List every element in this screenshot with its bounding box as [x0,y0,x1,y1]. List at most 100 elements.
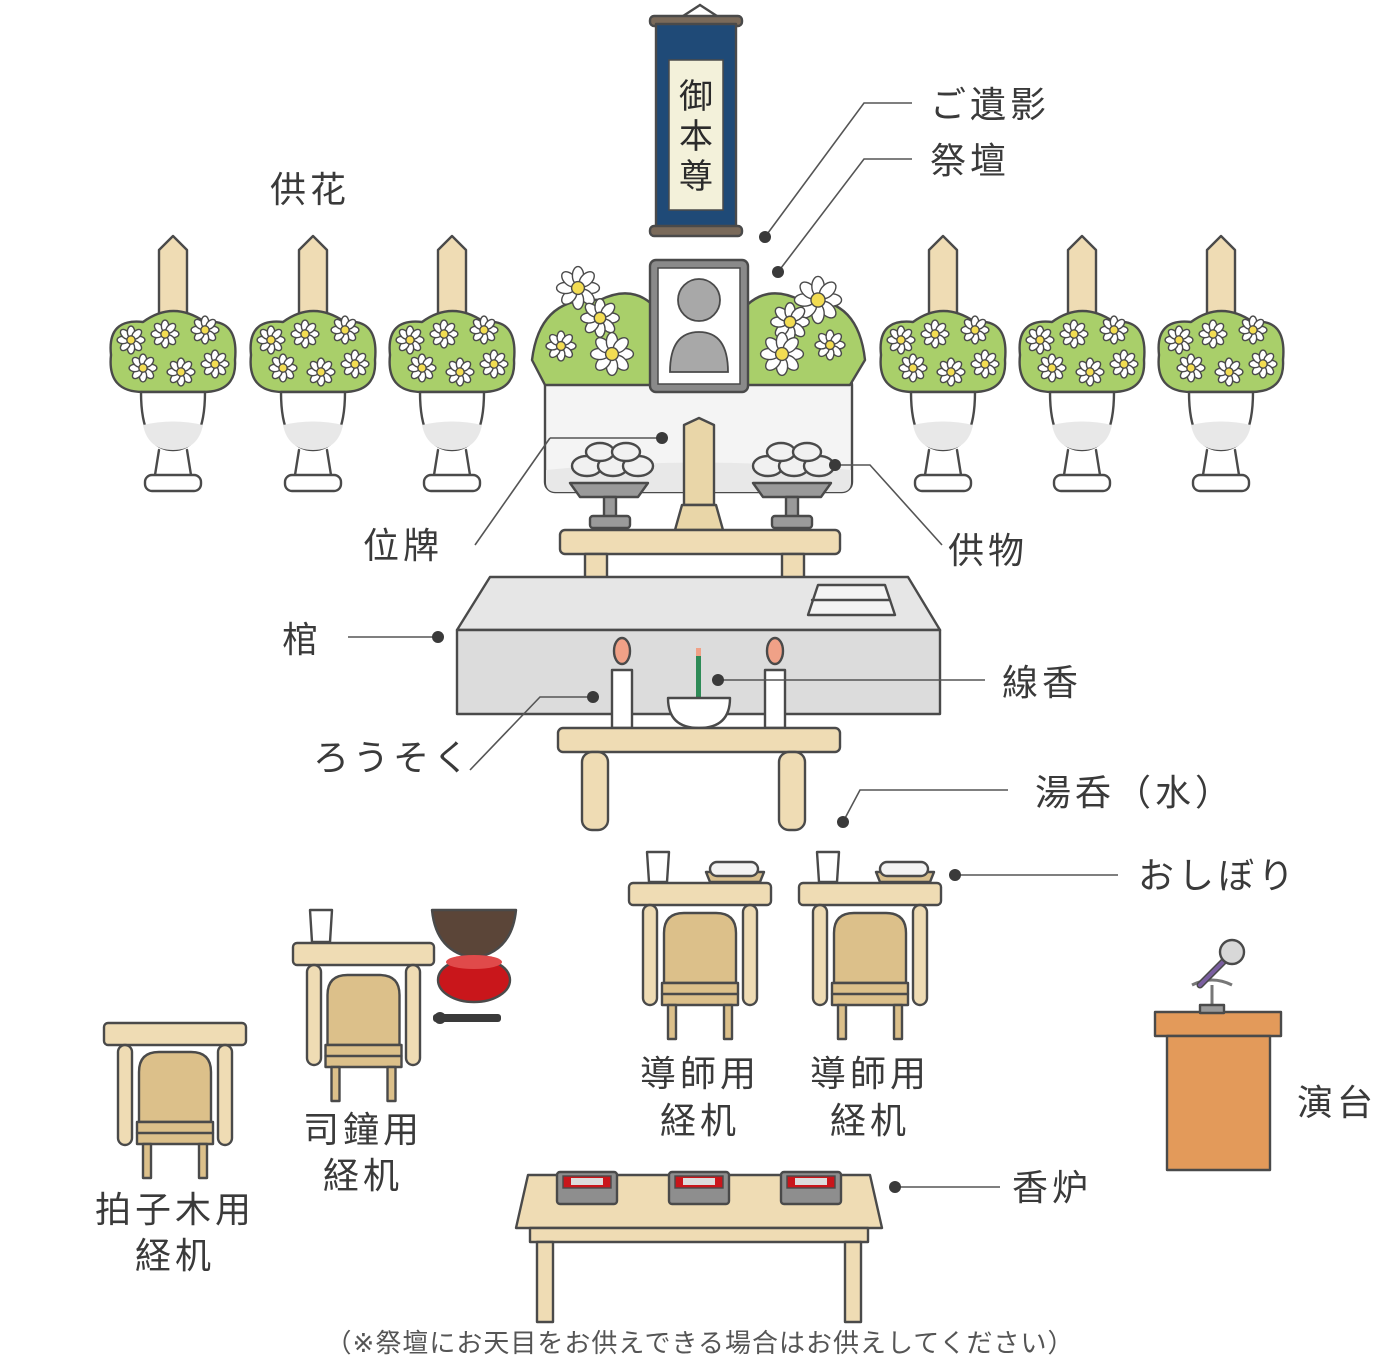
offering-stand-left [568,441,655,530]
label-podium: 演台 [1297,1083,1377,1124]
label-incense: 線香 [1002,663,1082,704]
microphone-icon [1196,938,1246,989]
daisy-flower [407,353,437,383]
flower-stand [879,234,1007,493]
label-clappers-desk-line2: 経机 [135,1236,215,1277]
censer-box [555,1170,619,1206]
flower-stand [388,234,516,493]
daisy-flower [580,298,620,338]
scroll-text: 御本尊 [679,77,713,197]
daisy-flower [793,275,843,325]
label-priest-desk-2-line2: 経机 [830,1101,910,1142]
label-censer: 香炉 [1012,1168,1092,1209]
label-priest-desk-1-line1: 導師用 [640,1054,760,1095]
label-flowers: 供花 [270,170,350,211]
daisy-flower [920,319,950,349]
hanging-scroll: 御本尊 [648,3,744,238]
sutra-desk [797,881,943,1041]
label-offerings: 供物 [948,531,1028,572]
daisy-flower [166,357,196,387]
portrait-frame [648,258,750,394]
daisy-flower [589,331,635,377]
altar [530,258,867,580]
leader-lines [348,102,1118,1193]
memorial-tablet [673,416,725,532]
offering-stand-right [751,441,836,530]
podium [1153,978,1283,1172]
daisy-flower [200,349,230,379]
priest-desk-items [645,850,936,884]
daisy-flower [469,315,499,345]
lower-table [556,726,842,832]
chair [135,1050,215,1180]
daisy-flower [1037,353,1067,383]
label-priest-desk-2-line1: 導師用 [810,1054,930,1095]
daisy-flower [1109,349,1139,379]
chair [660,911,740,1041]
daisy-flower [1059,319,1089,349]
incense-burner [666,648,732,730]
daisy-flower [970,349,1000,379]
daisy-flower [429,319,459,349]
daisy-flower [555,265,601,311]
chair [324,973,403,1103]
censer-box [779,1170,843,1206]
flower-stand [249,234,377,493]
label-candles: ろうそく [313,738,473,779]
sutra-desk [291,941,436,1103]
daisy-flower [1075,357,1105,387]
label-clappers-desk-line1: 拍子木用 [95,1190,255,1231]
daisy-flower [190,315,220,345]
flower-stand [1018,234,1146,493]
label-priest-desk-1-line2: 経机 [660,1101,740,1142]
daisy-flower [330,315,360,345]
candle-right [763,636,787,730]
temple-bell [430,908,518,1024]
censers [555,1170,843,1206]
daisy-flower [759,331,805,377]
daisy-flower [1025,325,1055,355]
label-towel: おしぼり [1138,856,1298,897]
daisy-flower [128,353,158,383]
daisy-flower [545,330,577,362]
altar-daisies [545,265,846,377]
flower-stand [1157,234,1285,493]
daisy-flower [1099,315,1129,345]
daisy-flower [306,357,336,387]
flower-stands [109,234,1285,493]
candle-left [610,636,634,730]
censer-box [667,1170,731,1206]
water-cup [308,908,334,944]
daisy-flower [479,349,509,379]
daisy-flower [340,349,370,379]
sutra-desk [102,1021,248,1180]
chair [830,911,910,1041]
daisy-flower [960,315,990,345]
label-altar: 祭壇 [930,141,1010,182]
daisy-flower [150,319,180,349]
label-bell-desk-line1: 司鐘用 [303,1110,423,1151]
label-bell-desk-line2: 経机 [323,1156,403,1197]
daisy-flower [395,325,425,355]
label-coffin: 棺 [282,620,322,661]
daisy-flower [936,357,966,387]
label-water: 湯呑（水） [1035,773,1235,814]
sutra-desk [627,881,773,1041]
daisy-flower [1214,357,1244,387]
daisy-flower [1198,319,1228,349]
daisy-flower [116,325,146,355]
daisy-flower [1164,325,1194,355]
label-tablet: 位牌 [363,526,443,567]
daisy-flower [1248,349,1278,379]
daisy-flower [886,325,916,355]
daisy-flower [290,319,320,349]
daisy-flower [814,329,846,361]
daisy-flower [445,357,475,387]
footnote: （※祭壇にお天目をお供えできる場合はお供えしてください） [326,1329,1075,1359]
label-portrait: ご遺影 [930,85,1050,126]
sutra-desks [102,881,943,1180]
daisy-flower [1176,353,1206,383]
daisy-flower [770,302,810,342]
daisy-flower [256,325,286,355]
